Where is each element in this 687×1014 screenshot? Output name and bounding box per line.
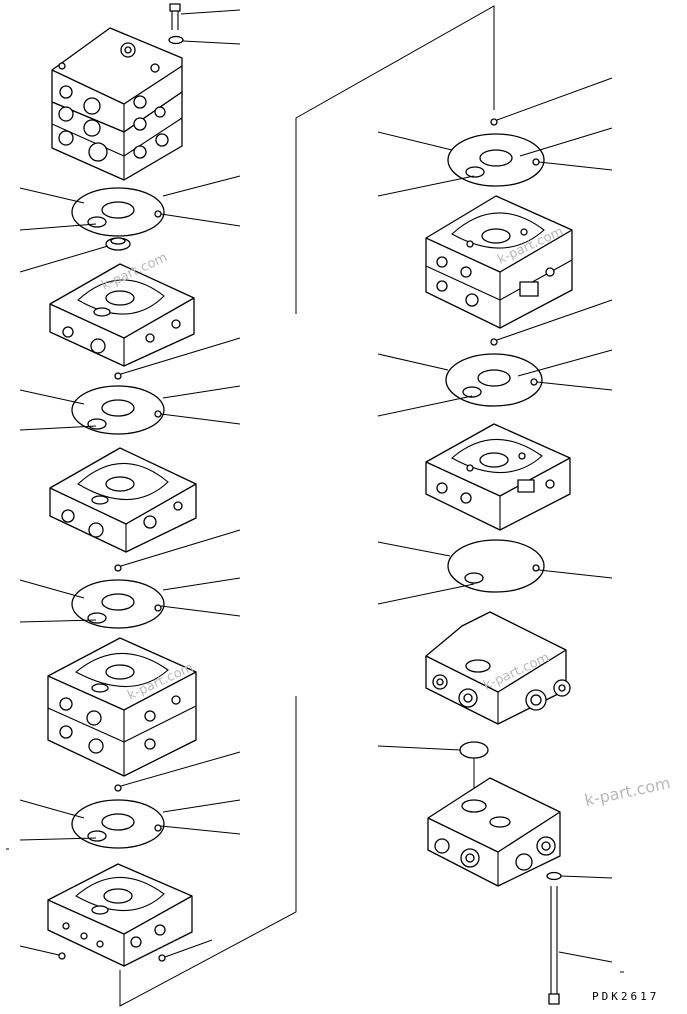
valve-section-r1-double[interactable] xyxy=(425,195,573,329)
o-ring-4[interactable] xyxy=(114,784,122,792)
plug-left[interactable] xyxy=(58,952,66,960)
gasket-plate-r3[interactable] xyxy=(447,539,545,593)
drawing-code: PDK2617 xyxy=(592,990,659,1003)
inlet-section[interactable] xyxy=(425,611,571,725)
valve-section-3[interactable] xyxy=(49,447,197,553)
valve-section-4-double[interactable] xyxy=(47,637,197,777)
valve-section-double[interactable] xyxy=(51,91,183,181)
watermark-5: k-part.com xyxy=(583,773,672,810)
assembly-connector-line xyxy=(119,696,297,1007)
valve-end-cover-bottom[interactable] xyxy=(427,777,561,887)
inlet-seal-disk[interactable] xyxy=(459,741,489,759)
assembly-connector-line-upper xyxy=(295,5,495,314)
mounting-bolt[interactable] xyxy=(169,3,181,30)
o-ring-r1[interactable] xyxy=(490,118,498,126)
gasket-plate-2[interactable] xyxy=(71,385,165,435)
gasket-plate-r2[interactable] xyxy=(445,353,543,407)
gasket-plate-r1[interactable] xyxy=(447,133,545,187)
tie-bolt-washer[interactable] xyxy=(546,871,562,881)
gasket-plate-4[interactable] xyxy=(71,799,165,849)
o-ring-3[interactable] xyxy=(114,564,122,572)
valve-section-5[interactable] xyxy=(47,863,193,967)
seal-ring-1[interactable] xyxy=(105,237,131,251)
valve-section-2[interactable] xyxy=(49,263,195,367)
tie-bolt[interactable] xyxy=(548,886,560,1005)
o-ring-2[interactable] xyxy=(114,372,122,380)
plug-right[interactable] xyxy=(158,954,166,962)
o-ring-r2[interactable] xyxy=(490,338,498,346)
valve-section-r2[interactable] xyxy=(425,423,571,531)
bolt-washer[interactable] xyxy=(168,35,184,45)
gasket-plate-1[interactable] xyxy=(71,187,165,237)
gasket-plate-3[interactable] xyxy=(71,579,165,629)
valve-end-cover[interactable] xyxy=(51,27,183,133)
